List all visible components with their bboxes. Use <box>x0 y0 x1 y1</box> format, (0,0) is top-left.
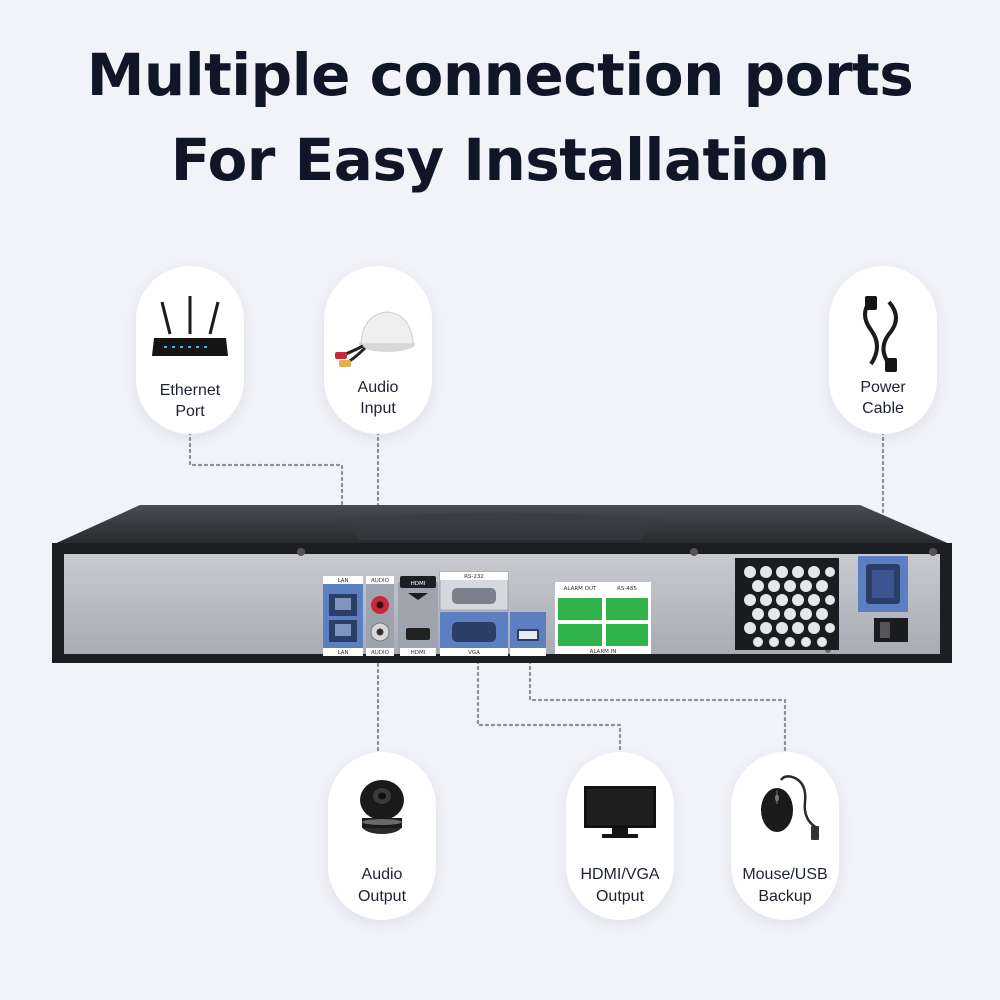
alarm-in-label: ALARM IN <box>590 649 617 655</box>
alarm-out-terminals <box>558 598 602 620</box>
screw <box>929 548 937 556</box>
audio-top-label: AUDIO <box>371 578 390 584</box>
headline-line-1: Multiple connection ports <box>86 41 914 109</box>
callout-audio-input-label-1: Audio <box>357 379 399 396</box>
callout-ethernet-port: Ethernet Port <box>136 266 244 434</box>
lan-bottom-label: LAN <box>337 650 348 656</box>
power-switch <box>874 618 908 642</box>
screw <box>690 548 698 556</box>
headline-line-2: For Easy Installation <box>170 126 830 194</box>
hdmi-port-block <box>398 582 438 654</box>
alarm-out-terminals <box>558 624 602 646</box>
screw <box>297 548 305 556</box>
power-cable-icon <box>863 296 898 372</box>
rs232-port <box>452 588 496 604</box>
callout-mouse-usb-label-1: Mouse/USB <box>742 866 828 883</box>
microphone-icon <box>335 311 415 367</box>
callout-audio-output-label-2: Output <box>357 888 407 905</box>
callout-hdmi-vga-output: HDMI/VGA Output <box>566 752 674 920</box>
lan-top-label: LAN <box>337 578 348 584</box>
audio-bottom-label: AUDIO <box>371 650 390 656</box>
callout-mouse-usb-label-2: Backup <box>758 888 812 905</box>
vga-port <box>452 622 496 642</box>
rs232-label: RS-232 <box>464 574 484 580</box>
callout-mouse-usb-backup: Mouse/USB Backup <box>731 752 839 920</box>
router-icon <box>152 296 228 356</box>
monitor-icon <box>584 786 656 838</box>
vga-label: VGA <box>468 650 480 656</box>
hdmi-vga-connector-line <box>476 653 622 754</box>
callout-power-cable: Power Cable <box>829 266 937 434</box>
hdmi-bottom-label: HDMI <box>411 650 426 656</box>
callout-ethernet-label-2: Port <box>175 403 205 420</box>
alarm-in-terminals <box>606 624 648 646</box>
callout-power-label-2: Cable <box>862 400 904 417</box>
audio-port-block <box>366 582 394 654</box>
speaker-icon <box>360 780 404 834</box>
callout-power-label-1: Power <box>860 379 906 396</box>
callout-hdmi-vga-label-2: Output <box>595 888 645 905</box>
callout-audio-input-label-2: Input <box>360 400 396 417</box>
callout-hdmi-vga-label-1: HDMI/VGA <box>580 866 660 883</box>
hdmi-logo-label: HDMI <box>411 581 426 587</box>
callout-audio-output-label-1: Audio <box>361 866 403 883</box>
hdmi-port <box>406 628 430 640</box>
rs485-label: RS-485 <box>617 586 637 592</box>
mouse-icon <box>761 775 819 840</box>
rs485-terminals <box>606 598 648 620</box>
callout-audio-output: Audio Output <box>328 752 436 920</box>
alarm-out-label: ALARM OUT <box>564 586 597 592</box>
usb-port <box>517 629 539 641</box>
callout-audio-input: Audio Input <box>324 266 432 434</box>
mouse-usb-connector-line <box>528 653 787 754</box>
lan-port-block <box>323 582 363 654</box>
callout-ethernet-label-1: Ethernet <box>159 382 221 399</box>
